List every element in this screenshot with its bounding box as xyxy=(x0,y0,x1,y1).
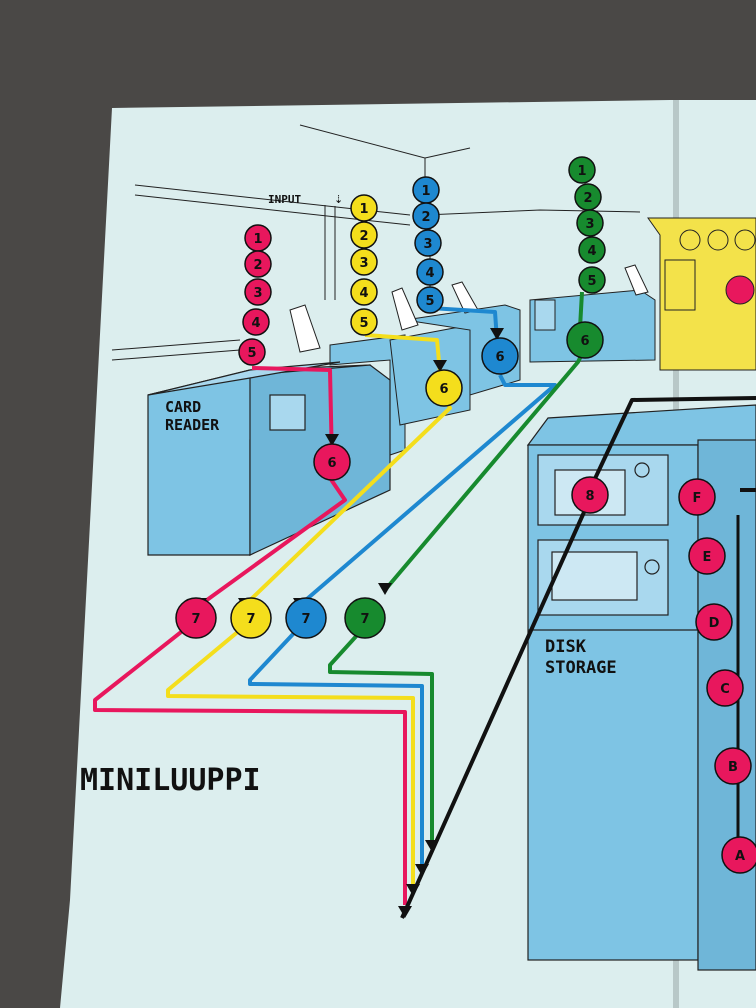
pink-space-C-label: C xyxy=(720,682,730,697)
green-space-2-label: 2 xyxy=(583,191,592,206)
green-space-7: 7 xyxy=(344,597,386,639)
yellow-space-4: 4 xyxy=(350,278,378,306)
blue-space-7: 7 xyxy=(285,597,327,639)
red-track xyxy=(93,366,407,905)
blue-space-3: 3 xyxy=(414,229,442,257)
disk-storage-label-line2: STORAGE xyxy=(545,658,617,678)
yellow-space-7: 7 xyxy=(230,597,272,639)
blue-space-1-label: 1 xyxy=(421,184,430,199)
red-space-3-label: 3 xyxy=(253,286,262,301)
yellow-space-4-label: 4 xyxy=(359,286,368,301)
green-space-5-label: 5 xyxy=(587,274,596,289)
yellow-space-2-label: 2 xyxy=(359,229,368,244)
red-space-4: 4 xyxy=(242,308,270,336)
green-7-arrow-icon xyxy=(378,583,392,595)
red-space-7-label: 7 xyxy=(191,612,200,627)
blue-space-2: 2 xyxy=(412,202,440,230)
green-end-arrow-icon xyxy=(425,840,439,852)
blue-arrow-icon xyxy=(490,328,504,340)
pink-space-D-label: D xyxy=(709,616,720,631)
pink-space-C: C xyxy=(706,669,744,707)
green-space-1-label: 1 xyxy=(577,164,586,179)
yellow-space-3-label: 3 xyxy=(359,256,368,271)
green-space-3: 3 xyxy=(576,209,604,237)
pink-space-8-label: 8 xyxy=(585,489,594,504)
pink-space-F: F xyxy=(678,478,716,516)
pink-space-B: B xyxy=(714,747,752,785)
blue-space-7-label: 7 xyxy=(301,612,310,627)
pink-space-B-label: B xyxy=(728,760,738,775)
blue-space-5: 5 xyxy=(416,286,444,314)
blue-space-4-label: 4 xyxy=(425,266,434,281)
yellow-arrow-icon xyxy=(433,360,447,372)
yellow-space-2: 2 xyxy=(350,221,378,249)
red-space-7: 7 xyxy=(175,597,217,639)
red-space-1-label: 1 xyxy=(253,232,262,247)
red-space-5-label: 5 xyxy=(247,346,256,361)
pink-space-8: 8 xyxy=(571,476,609,514)
green-space-7-label: 7 xyxy=(360,612,369,627)
red-space-4-label: 4 xyxy=(251,316,260,331)
red-space-3: 3 xyxy=(244,278,272,306)
pink-space-A: A xyxy=(721,836,756,874)
pink-space-A-label: A xyxy=(735,849,745,864)
input-label: INPUT xyxy=(268,193,301,206)
red-end-arrow-icon xyxy=(398,906,412,918)
input-arrow-icon: ⇣ xyxy=(334,193,343,206)
blue-space-5-label: 5 xyxy=(425,294,434,309)
green-space-2: 2 xyxy=(574,183,602,211)
board-spaces: 1 2 3 4 5 6 7 1 2 3 4 5 6 7 1 2 3 4 5 6 7 1 2 3 4 5 6 7 8 F E D C B A xyxy=(175,156,756,874)
blue-space-1: 1 xyxy=(412,176,440,204)
blue-space-2-label: 2 xyxy=(421,210,430,225)
red-space-5: 5 xyxy=(238,338,266,366)
card-reader-label-line2: READER xyxy=(165,416,220,434)
red-space-6: 6 xyxy=(313,443,351,481)
disk-storage xyxy=(526,404,756,971)
pink-space-D: D xyxy=(695,603,733,641)
yellow-space-5-label: 5 xyxy=(359,316,368,331)
blue-space-6: 6 xyxy=(481,337,519,375)
green-space-6: 6 xyxy=(566,321,604,359)
yellow-machine xyxy=(647,217,756,371)
red-space-2-label: 2 xyxy=(253,258,262,273)
card-stands xyxy=(289,264,649,353)
card-reader-label-line1: CARD xyxy=(165,398,201,416)
green-space-4: 4 xyxy=(578,236,606,264)
blue-space-4: 4 xyxy=(416,258,444,286)
green-space-3-label: 3 xyxy=(585,217,594,232)
green-space-1: 1 xyxy=(568,156,596,184)
yellow-space-6: 6 xyxy=(425,369,463,407)
blue-space-6-label: 6 xyxy=(495,350,504,365)
red-space-6-label: 6 xyxy=(327,456,336,471)
disk-storage-label-line1: DISK xyxy=(545,637,587,657)
green-space-5: 5 xyxy=(578,266,606,294)
red-space-2: 2 xyxy=(244,250,272,278)
red-arrow-icon xyxy=(325,434,339,446)
blue-end-arrow-icon xyxy=(415,864,429,876)
red-space-1: 1 xyxy=(244,224,272,252)
yellow-end-arrow-icon xyxy=(406,884,420,896)
yellow-space-1-label: 1 xyxy=(359,202,368,217)
board-title: MINILUUPPI xyxy=(80,763,261,798)
green-space-6-label: 6 xyxy=(580,334,589,349)
green-space-4-label: 4 xyxy=(587,244,596,259)
pink-space-E-label: E xyxy=(703,550,712,565)
pink-space-E: E xyxy=(688,537,726,575)
blue-space-3-label: 3 xyxy=(423,237,432,252)
yellow-space-3: 3 xyxy=(350,248,378,276)
yellow-space-5: 5 xyxy=(350,308,378,336)
yellow-space-1: 1 xyxy=(350,194,378,222)
yellow-space-7-label: 7 xyxy=(246,612,255,627)
yellow-space-6-label: 6 xyxy=(439,382,448,397)
pink-space-F-label: F xyxy=(693,491,702,506)
